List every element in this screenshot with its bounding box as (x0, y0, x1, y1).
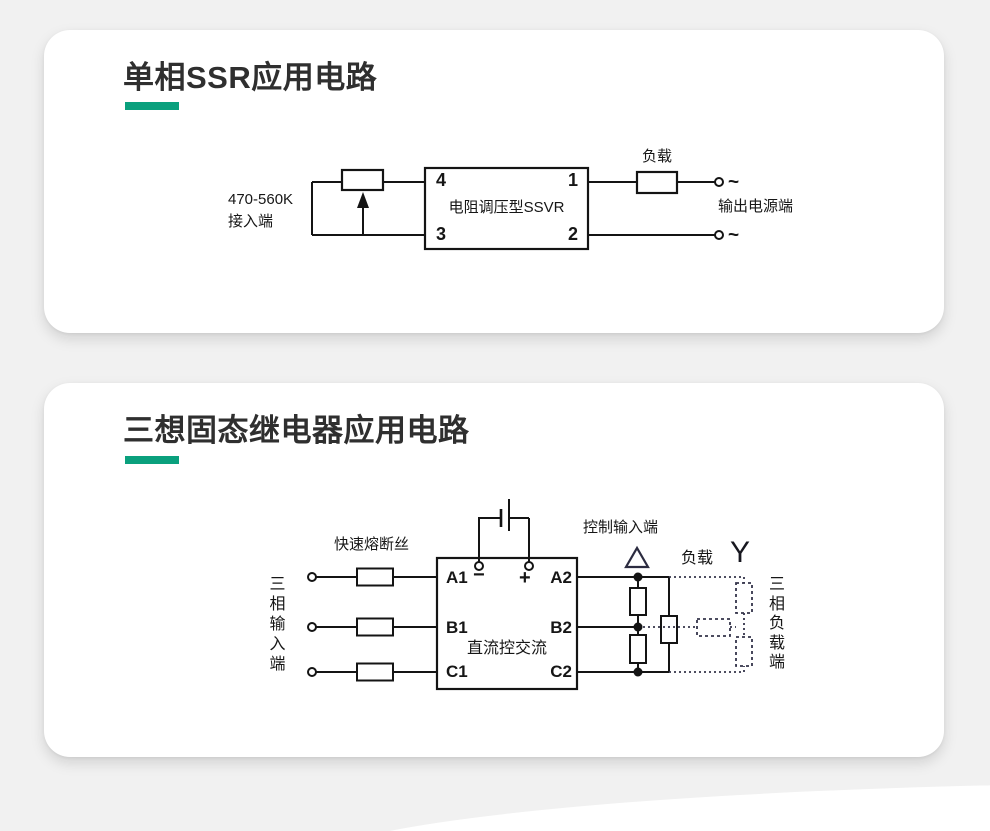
fast-fuse-label: 快速熔断丝 (333, 536, 409, 553)
card1-title: 单相SSR应用电路 (123, 60, 378, 95)
dc-control-ac-label: 直流控交流 (466, 640, 547, 657)
pot-terminal-label: 接入端 (228, 213, 274, 230)
pin-4-label: 4 (436, 170, 447, 190)
terminal-b2-label: B2 (550, 618, 572, 637)
ac-tilde-top: ~ (728, 172, 740, 193)
wye-symbol: Y (730, 536, 751, 569)
pin-2-label: 2 (567, 224, 578, 244)
pin-3-label: 3 (436, 224, 447, 244)
pot-value-label: 470-560K (228, 191, 294, 208)
terminal-a1-label: A1 (446, 568, 468, 587)
battery-plus-sign: + (519, 567, 531, 589)
decorative-ellipse (300, 783, 990, 831)
card1-title-underline (125, 102, 179, 110)
pin-1-label: 1 (567, 170, 578, 190)
card2-title-underline (125, 456, 179, 464)
terminal-a2-label: A2 (550, 568, 572, 587)
terminal-c2-label: C2 (550, 662, 572, 681)
card2-title: 三想固态继电器应用电路 (123, 413, 470, 448)
ac-tilde-bottom: ~ (728, 225, 740, 246)
terminal-c1-label: C1 (446, 662, 468, 681)
output-power-label: 输出电源端 (718, 198, 794, 215)
load-label-1: 负载 (641, 148, 672, 165)
control-input-label: 控制输入端 (583, 519, 659, 536)
three-phase-load-label: 三相负载端 (768, 576, 785, 671)
load-label-2: 负载 (681, 550, 714, 567)
battery-minus-sign: − (473, 564, 485, 586)
ssvr-box-label: 电阻调压型SSVR (448, 199, 565, 216)
three-phase-input-label: 三相输入端 (269, 576, 286, 673)
terminal-b1-label: B1 (446, 618, 468, 637)
